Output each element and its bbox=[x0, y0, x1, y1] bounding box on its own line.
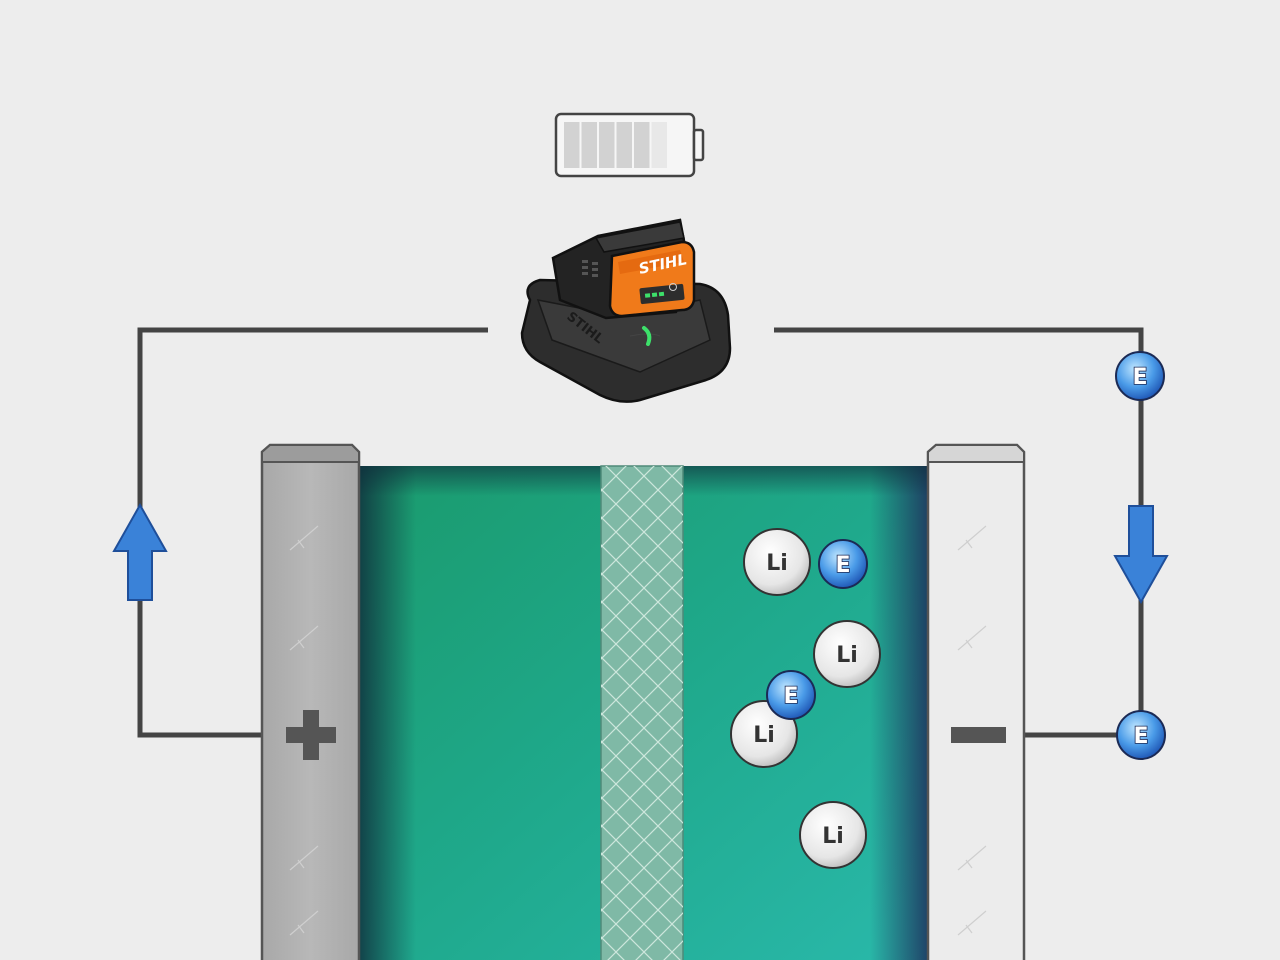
battery-segments bbox=[564, 122, 667, 168]
battery-charge-indicator bbox=[554, 112, 705, 178]
charger-status-led-icon bbox=[642, 326, 652, 346]
electron: E bbox=[1116, 710, 1166, 760]
battery-segment bbox=[564, 122, 580, 168]
charger-led bbox=[658, 291, 665, 297]
electron: E bbox=[818, 539, 868, 589]
battery-charger: STIHL STIHL bbox=[520, 218, 732, 403]
electron-label: E bbox=[783, 684, 798, 709]
battery-segment bbox=[616, 122, 632, 168]
lithium-ion: Li bbox=[799, 801, 867, 869]
negative-terminal-icon bbox=[951, 727, 1006, 743]
battery-segment bbox=[581, 122, 597, 168]
positive-terminal-icon bbox=[286, 710, 336, 760]
electron: E bbox=[1115, 351, 1165, 401]
battery-segment bbox=[599, 122, 615, 168]
lithium-ion: Li bbox=[743, 528, 811, 596]
lithium-ion: Li bbox=[813, 620, 881, 688]
electron-label: E bbox=[835, 553, 850, 578]
current-up-arrow bbox=[112, 502, 168, 601]
positive-electrode: + bbox=[260, 443, 361, 960]
charger-led bbox=[644, 293, 651, 298]
electron-label: E bbox=[1132, 365, 1147, 390]
current-down-arrow bbox=[1113, 505, 1169, 605]
lithium-label: Li bbox=[766, 551, 788, 576]
battery-segment bbox=[634, 122, 650, 168]
charger-leds bbox=[644, 291, 665, 298]
electron: E bbox=[766, 670, 816, 720]
charger-led bbox=[651, 292, 658, 298]
lithium-label: Li bbox=[836, 643, 858, 668]
battery-segment bbox=[651, 122, 667, 168]
lithium-label: Li bbox=[822, 824, 844, 849]
lithium-label: Li bbox=[753, 723, 775, 748]
electron-label: E bbox=[1133, 724, 1148, 749]
negative-electrode: − bbox=[926, 443, 1026, 960]
separator-membrane bbox=[600, 465, 684, 960]
